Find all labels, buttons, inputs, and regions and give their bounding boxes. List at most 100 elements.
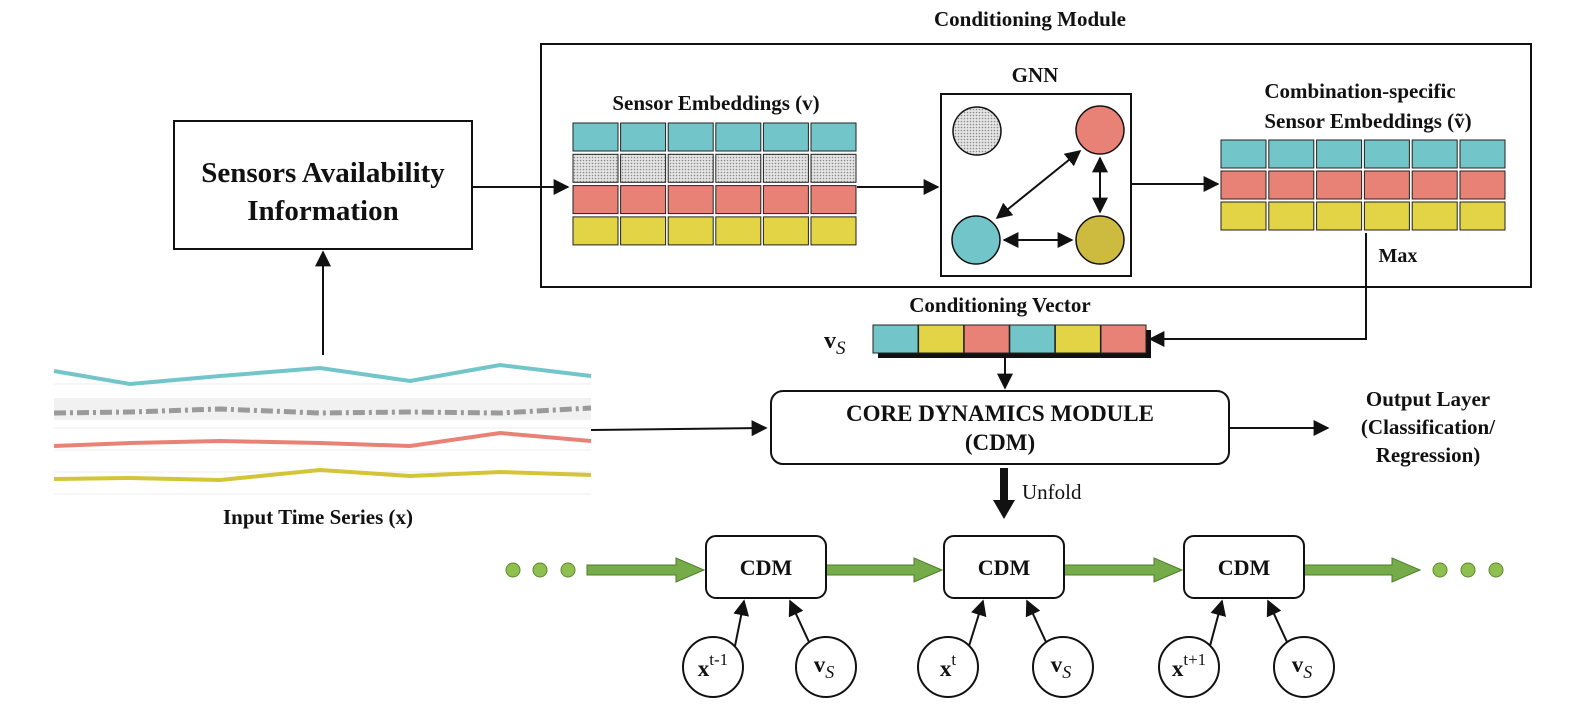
embedding-cell-yellow-3-4 <box>762 216 809 246</box>
unfold-arrow-head <box>993 500 1015 519</box>
combination-cell-teal-0-1 <box>1268 139 1315 169</box>
conditioning-vector-cell-0 <box>872 324 919 354</box>
gnn-node-red <box>1075 105 1125 155</box>
arrow-max-to-conditioning-vector <box>1148 233 1367 347</box>
embedding-cell-gray-1-4 <box>762 153 809 183</box>
input-x-prev-label: xt-1 <box>698 650 728 681</box>
combination-cell-yellow-2-2 <box>1316 201 1363 231</box>
conditioning-vector-cell-5 <box>1100 324 1147 354</box>
sensor-embeddings-label: Sensor Embeddings (v) <box>612 91 819 115</box>
conditioning-vector-label: Conditioning Vector <box>909 293 1090 317</box>
cdm-box-next <box>1183 535 1305 599</box>
series-yellow <box>53 467 592 483</box>
combination-cell-red-1-5 <box>1459 170 1506 200</box>
unfold-label: Unfold <box>1022 480 1082 504</box>
combination-cell-yellow-2-3 <box>1363 201 1410 231</box>
conditioning-vector-cell-2 <box>963 324 1010 354</box>
cdm-box-prev <box>705 535 827 599</box>
input-vs-next-label: vS <box>1292 652 1313 682</box>
combination-label-line1: Combination-specific <box>1264 79 1455 103</box>
combination-cell-teal-0-0 <box>1220 139 1267 169</box>
sensors-availability-box <box>173 120 473 250</box>
embedding-cell-yellow-3-3 <box>715 216 762 246</box>
input-circle-x-current <box>917 636 979 698</box>
cdm-title-line2: (CDM) <box>965 430 1035 455</box>
arrow-series-to-cdm <box>590 420 768 437</box>
gnn-edge-teal-red <box>995 149 1082 220</box>
combination-cell-red-1-2 <box>1316 170 1363 200</box>
gnn-node-teal <box>951 215 1001 265</box>
ellipsis-dot-right-1 <box>1432 562 1448 578</box>
input-time-series-label: Input Time Series (x) <box>223 505 413 529</box>
combination-cell-red-1-0 <box>1220 170 1267 200</box>
gnn-label: GNN <box>1012 63 1059 87</box>
green-arrow-3 <box>1063 557 1184 583</box>
cdm-title-line1: CORE DYNAMICS MODULE <box>846 401 1154 426</box>
cdm-box-next-label: CDM <box>1218 555 1271 580</box>
ellipsis-dot-left-1 <box>505 562 521 578</box>
input-circle-vs-current <box>1032 636 1094 698</box>
embedding-cell-red-2-3 <box>715 185 762 215</box>
ellipsis-dot-right-3 <box>1488 562 1504 578</box>
embedding-cell-teal-0-0 <box>572 122 619 152</box>
series-gray <box>53 405 592 416</box>
cdm-box-current <box>943 535 1065 599</box>
combination-cell-red-1-3 <box>1363 170 1410 200</box>
arrow-vs-current-to-cdm <box>1025 599 1047 643</box>
embedding-cell-yellow-3-1 <box>620 216 667 246</box>
combination-cell-yellow-2-4 <box>1411 201 1458 231</box>
input-vs-prev-label: vS <box>814 652 835 682</box>
ellipsis-dot-left-2 <box>532 562 548 578</box>
output-layer-line3: Regression) <box>1376 443 1481 467</box>
conditioning-vector-cell-4 <box>1054 324 1101 354</box>
green-arrow-1 <box>586 557 706 583</box>
embedding-cell-gray-1-5 <box>810 153 857 183</box>
input-circle-vs-next <box>1273 636 1335 698</box>
combination-cell-teal-0-4 <box>1411 139 1458 169</box>
embedding-cell-red-2-2 <box>667 185 714 215</box>
embedding-cell-gray-1-2 <box>667 153 714 183</box>
arrow-vs-prev-to-cdm <box>788 599 810 643</box>
combination-cell-red-1-4 <box>1411 170 1458 200</box>
input-time-series-plot <box>53 362 592 495</box>
embedding-cell-teal-0-3 <box>715 122 762 152</box>
output-layer-line2: (Classification/ <box>1361 415 1496 439</box>
combination-cell-red-1-1 <box>1268 170 1315 200</box>
input-x-next-label: xt+1 <box>1172 650 1206 681</box>
combination-label-line2: Sensor Embeddings (ṽ) <box>1264 109 1471 133</box>
combination-cell-yellow-2-0 <box>1220 201 1267 231</box>
input-circle-vs-prev <box>795 636 857 698</box>
embedding-cell-red-2-0 <box>572 185 619 215</box>
ellipsis-dot-left-3 <box>560 562 576 578</box>
green-arrow-2 <box>825 557 944 583</box>
embedding-cell-gray-1-0 <box>572 153 619 183</box>
vs-label: vS <box>824 328 846 359</box>
input-vs-current-label: vS <box>1051 652 1072 682</box>
input-circle-x-prev <box>682 636 744 698</box>
series-red <box>53 430 592 449</box>
gnn-node-gray <box>952 106 1002 156</box>
ellipsis-dot-right-2 <box>1460 562 1476 578</box>
combination-embeddings-grid <box>1220 139 1506 231</box>
embedding-cell-teal-0-5 <box>810 122 857 152</box>
embedding-cell-red-2-4 <box>762 185 809 215</box>
conditioning-vector-cell-1 <box>918 324 965 354</box>
conditioning-module-box <box>540 43 1532 288</box>
combination-cell-teal-0-3 <box>1363 139 1410 169</box>
embedding-cell-red-2-5 <box>810 185 857 215</box>
combination-cell-teal-0-5 <box>1459 139 1506 169</box>
green-arrow-4 <box>1303 557 1422 583</box>
input-circle-x-next <box>1158 636 1220 698</box>
series-teal <box>53 362 592 387</box>
embedding-cell-teal-0-4 <box>762 122 809 152</box>
combination-cell-yellow-2-1 <box>1268 201 1315 231</box>
embedding-cell-teal-0-1 <box>620 122 667 152</box>
sensor-embeddings-grid <box>572 122 857 246</box>
cdm-box-current-label: CDM <box>978 555 1031 580</box>
arrow-x-current-to-cdm <box>968 599 987 647</box>
conditioning-vector-cell-3 <box>1009 324 1056 354</box>
cdm-box-prev-label: CDM <box>740 555 793 580</box>
sensors-availability-line1: Sensors Availability <box>201 157 445 189</box>
gnn-node-olive <box>1075 215 1125 265</box>
